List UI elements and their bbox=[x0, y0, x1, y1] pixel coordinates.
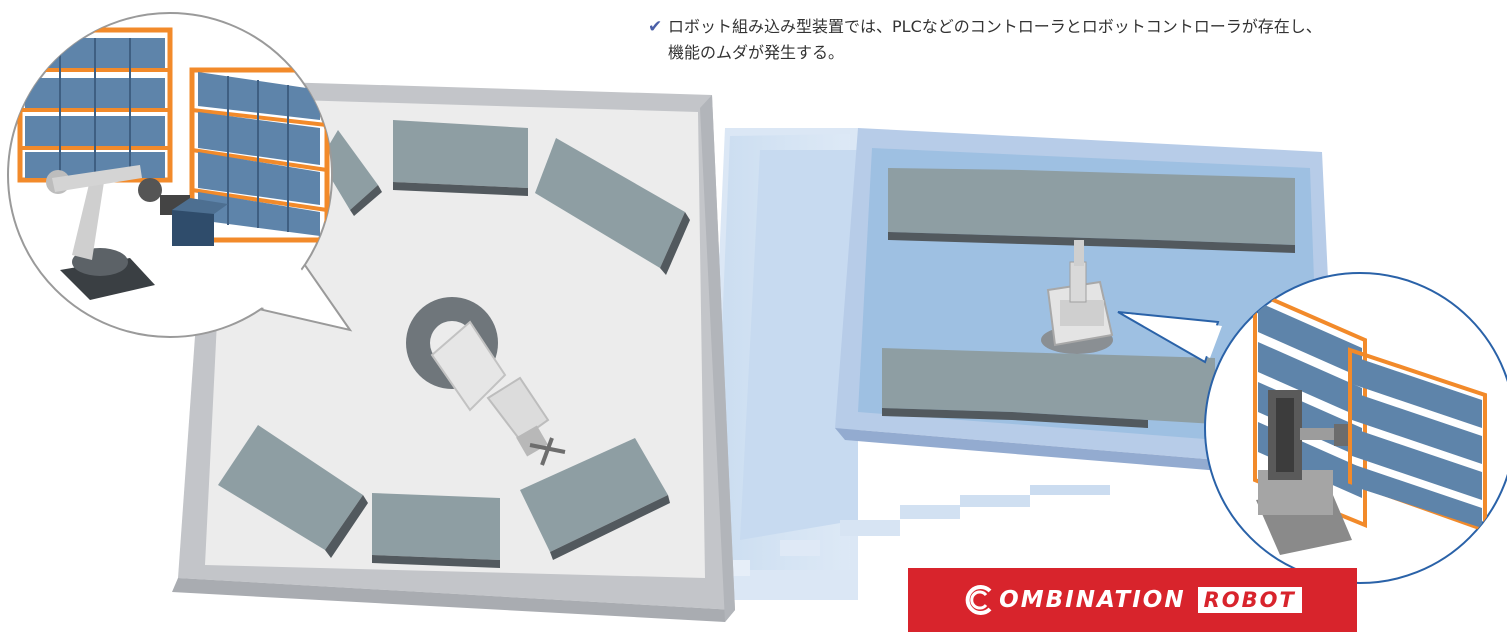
left-room-box bbox=[393, 120, 528, 196]
left-room-box bbox=[535, 138, 690, 275]
right-room-box bbox=[1148, 356, 1215, 424]
right-bubble-shelf bbox=[1348, 347, 1487, 533]
left-bubble-shelf bbox=[189, 67, 330, 243]
left-bubble-mobile-robot bbox=[46, 165, 228, 300]
right-room-box bbox=[1012, 352, 1148, 428]
combination-robot-badge: OMBINATION ROBOT bbox=[908, 568, 1357, 632]
right-callout-bubble bbox=[1117, 272, 1507, 584]
badge-word-robot: ROBOT bbox=[1197, 587, 1302, 613]
right-room-box bbox=[1022, 170, 1157, 248]
c-ring-logo-icon bbox=[965, 585, 992, 615]
right-room-mobile-robot bbox=[1041, 240, 1114, 354]
description-note: ✔ ロボット組み込み型装置では、PLCなどのコントローラとロボットコントローラが存… bbox=[648, 14, 1507, 66]
left-room-box bbox=[218, 425, 368, 558]
badge-word-combination: OMBINATION bbox=[999, 587, 1186, 613]
right-room bbox=[835, 128, 1337, 480]
left-bubble-shelf bbox=[17, 27, 173, 183]
right-room-box bbox=[882, 348, 1012, 420]
note-line-2: 機能のムダが発生する。 bbox=[668, 43, 845, 62]
transition-ghost-layers bbox=[705, 128, 1110, 600]
left-room bbox=[172, 80, 735, 622]
right-room-box bbox=[1157, 174, 1295, 253]
note-line-1: ロボット組み込み型装置では、PLCなどのコントローラとロボットコントローラが存在… bbox=[668, 17, 1322, 36]
right-bubble-mobile-robot bbox=[1256, 390, 1352, 555]
left-room-robot bbox=[406, 297, 566, 466]
left-room-box bbox=[372, 493, 500, 568]
left-room-box bbox=[320, 130, 382, 216]
checkmark-icon: ✔ bbox=[648, 17, 663, 37]
left-room-box bbox=[520, 438, 670, 560]
right-room-box bbox=[888, 168, 1022, 244]
left-callout-bubble bbox=[7, 12, 353, 338]
